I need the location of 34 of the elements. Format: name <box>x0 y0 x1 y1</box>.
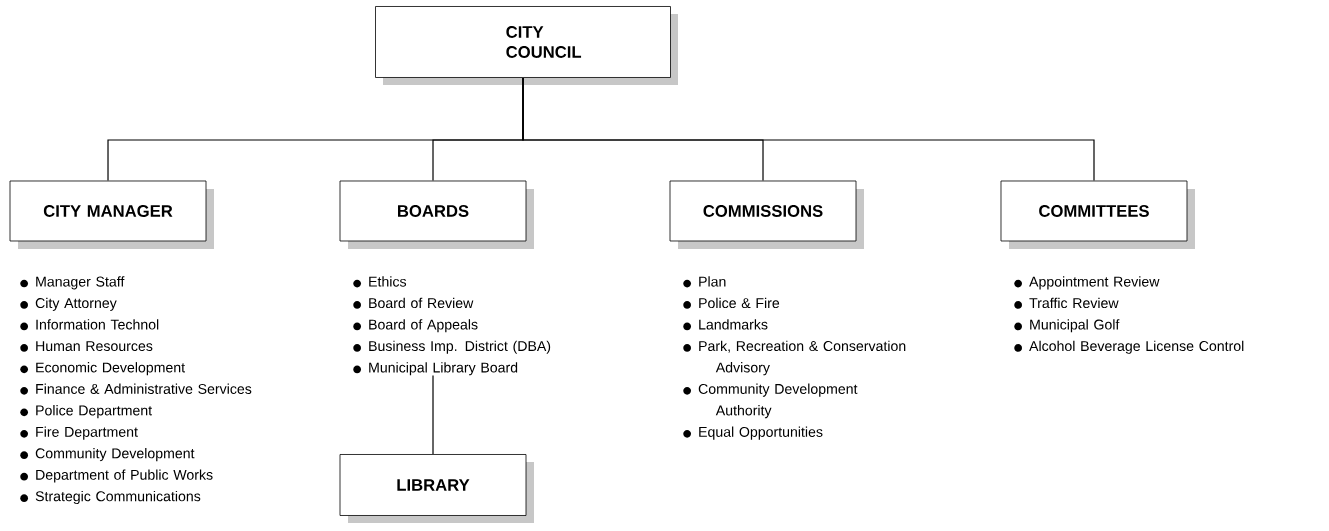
list-item: Police Department <box>36 405 152 419</box>
list-item: Fire Department <box>36 426 138 440</box>
list-item: Board of Appeals <box>369 319 478 333</box>
connector-line <box>522 77 1095 182</box>
list-item: Economic Development <box>36 362 185 376</box>
list-item: Appointment Review <box>1029 276 1160 290</box>
list-item: Equal Opportunities <box>699 426 823 440</box>
list-item: Board of Review <box>369 297 474 309</box>
list-item: Finance & Administrative Services <box>36 383 252 394</box>
org-box: COMMITTEES <box>1000 180 1195 249</box>
list-item: Community Development Authority <box>698 383 858 419</box>
list-item: Traffic Review <box>1029 297 1119 309</box>
org-box: CITY MANAGER <box>9 180 214 249</box>
list-item: Municipal Library Board <box>369 362 518 376</box>
list-item: Strategic Communications <box>35 490 201 505</box>
org-box: CITY COUNCIL <box>375 6 678 85</box>
list-item: Municipal Golf <box>1030 319 1120 333</box>
list-item: Department of Public Works <box>36 469 213 483</box>
org-box: BOARDS <box>339 180 534 249</box>
list-item: Information Technol <box>36 319 159 330</box>
list-item: Park, Recreation & Conservation Advisory <box>699 340 906 376</box>
list-item: Ethics <box>369 276 407 287</box>
list-item: Plan <box>699 276 726 287</box>
list-item: Business Imp. District (DBA) <box>369 340 551 354</box>
list-item: Police & Fire <box>699 297 780 309</box>
connector-line <box>432 374 434 455</box>
org-box: COMMISSIONS <box>669 180 864 249</box>
list-item: Community Development <box>35 447 195 462</box>
list-item: Landmarks <box>699 319 768 330</box>
list-item: Human Resources <box>36 341 153 352</box>
list-item: City Attorney <box>35 297 117 311</box>
org-box: LIBRARY <box>339 454 534 523</box>
list-item: Manager Staff <box>36 276 125 290</box>
list-item: Alcohol Beverage License Control <box>1029 340 1244 354</box>
